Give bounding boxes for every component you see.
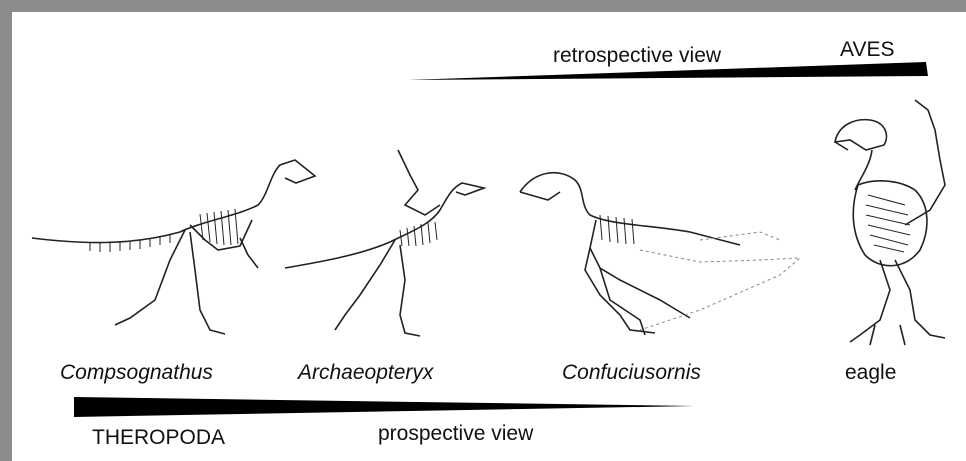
aves-label: AVES: [840, 38, 894, 62]
prospective-wedge: [74, 397, 695, 417]
taxon-label-compsognathus: Compsognathus: [60, 361, 213, 385]
archaeopteryx-skeleton: [285, 150, 484, 336]
taxon-label-confuciusornis: Confuciusornis: [562, 361, 701, 385]
retrospective-view-label: retrospective view: [553, 44, 721, 68]
taxon-label-eagle: eagle: [845, 361, 896, 385]
theropoda-label: THEROPODA: [92, 426, 225, 450]
taxon-label-archaeopteryx: Archaeopteryx: [298, 361, 433, 385]
prospective-view-label: prospective view: [378, 422, 533, 446]
eagle-skeleton: [835, 100, 945, 345]
compsognathus-skeleton: [32, 160, 315, 334]
confuciusornis-skeleton: [520, 173, 800, 335]
